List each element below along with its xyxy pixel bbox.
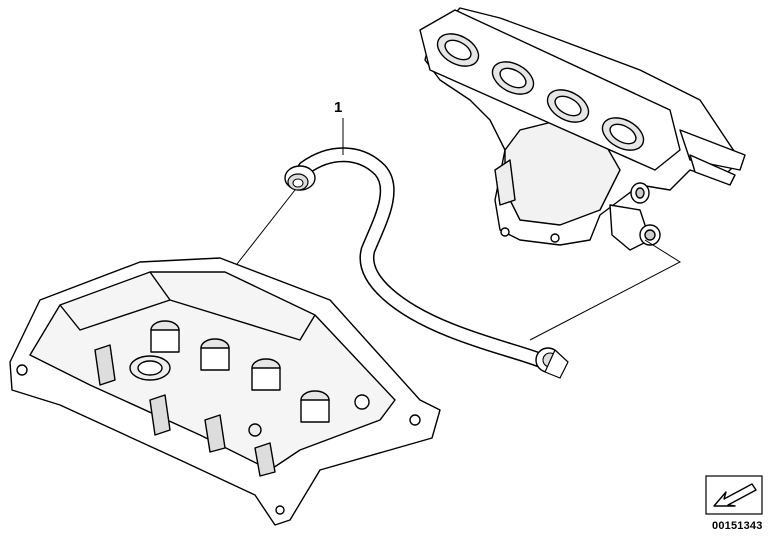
breather-hose[interactable] xyxy=(284,147,569,379)
leader-line-cover xyxy=(225,189,296,279)
intake-manifold[interactable] xyxy=(419,7,746,251)
arrow-down-left-icon xyxy=(713,483,757,507)
drawing-number: 00151343 xyxy=(712,520,763,532)
part-label-1: 1 xyxy=(334,99,342,116)
reference-symbol xyxy=(705,475,763,515)
cylinder-head-cover[interactable] xyxy=(9,257,441,526)
leader-line-manifold xyxy=(529,239,682,341)
